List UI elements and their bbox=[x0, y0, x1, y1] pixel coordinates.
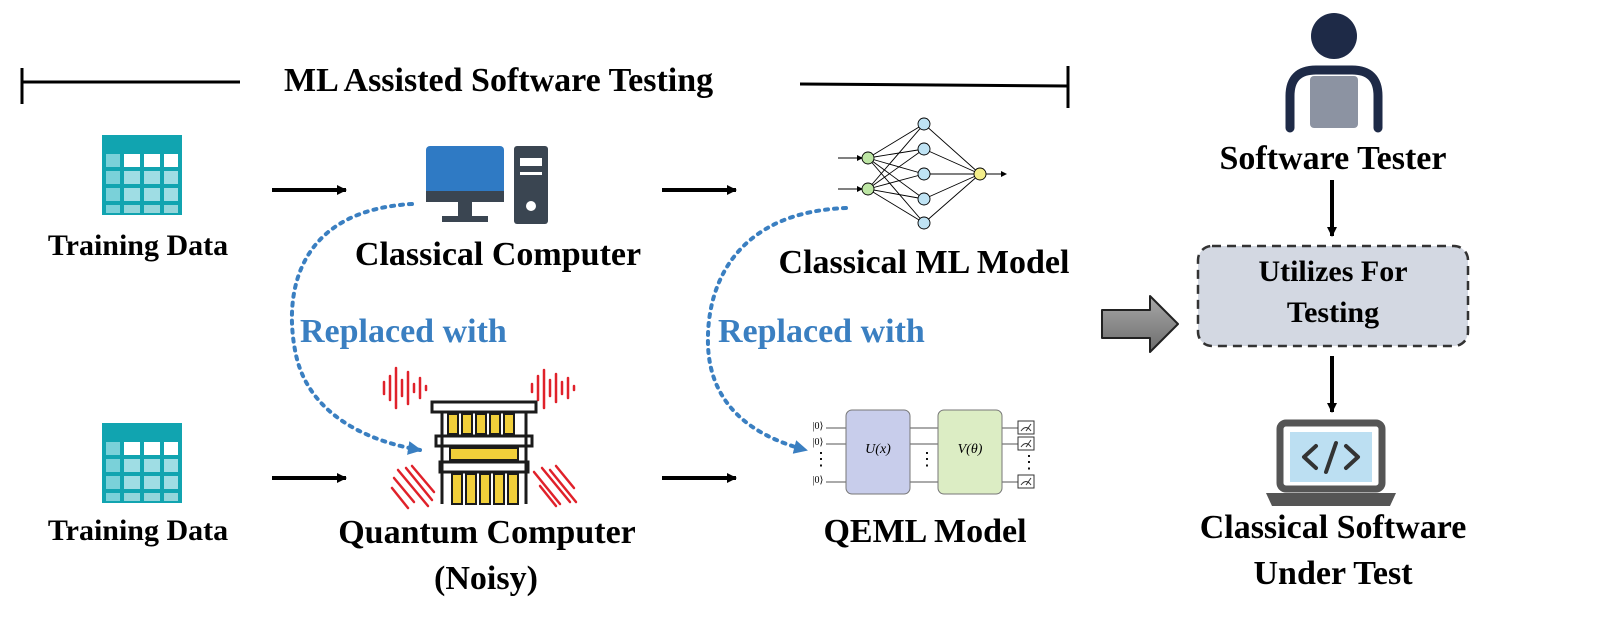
ket-label: |0⟩ bbox=[812, 421, 824, 432]
circuit-ellipsis: ⋮ bbox=[812, 449, 830, 469]
table-icon bbox=[102, 135, 182, 215]
classical-computer-icon bbox=[426, 146, 548, 224]
replaced-arrow-right bbox=[705, 206, 848, 454]
circuit-ellipsis: ⋮ bbox=[918, 449, 936, 469]
table-icon bbox=[102, 423, 182, 503]
software-tester-label: Software Tester bbox=[1219, 140, 1447, 177]
gate-v-label: V(θ) bbox=[957, 442, 983, 457]
gate-u bbox=[845, 409, 911, 495]
quantum-computer-noisy-label: (Noisy) bbox=[434, 560, 538, 597]
qeml-circuit-icon bbox=[826, 409, 1035, 495]
noise-icon bbox=[382, 366, 578, 510]
neural-network-icon bbox=[838, 117, 1007, 230]
ket-label: |0⟩ bbox=[812, 475, 824, 486]
sut-label-line1: Classical Software bbox=[1199, 509, 1467, 546]
sut-label-line2: Under Test bbox=[1253, 555, 1413, 592]
gray-block-arrow bbox=[1101, 295, 1179, 353]
quantum-computer-icon bbox=[382, 366, 578, 510]
training-data-label: Training Data bbox=[47, 514, 229, 547]
qeml-model-label: QEML Model bbox=[823, 513, 1027, 550]
gate-u-label: U(x) bbox=[865, 442, 891, 457]
training-data-label: Training Data bbox=[47, 229, 229, 262]
classical-ml-model-label: Classical ML Model bbox=[778, 244, 1070, 281]
quantum-computer-label: Quantum Computer bbox=[338, 514, 636, 551]
header-bracket bbox=[20, 66, 1070, 108]
utilizes-box-line1: Utilizes For bbox=[1258, 255, 1408, 288]
measurement-icon bbox=[1017, 420, 1035, 489]
replaced-arrow-left bbox=[289, 202, 422, 455]
replaced-with-label-right: Replaced with bbox=[718, 313, 925, 350]
replaced-with-label-left: Replaced with bbox=[300, 313, 507, 350]
person-icon bbox=[1285, 13, 1383, 133]
utilizes-box-line2: Testing bbox=[1286, 296, 1380, 329]
laptop-icon bbox=[1266, 419, 1396, 506]
circuit-ellipsis: ⋮ bbox=[1020, 452, 1038, 472]
gate-v bbox=[937, 409, 1003, 495]
ket-label: |0⟩ bbox=[812, 437, 824, 448]
classical-computer-label: Classical Computer bbox=[354, 236, 642, 273]
header-title: ML Assisted Software Testing bbox=[284, 62, 714, 99]
code-icon bbox=[1302, 441, 1360, 474]
utilizes-box bbox=[1196, 244, 1470, 348]
